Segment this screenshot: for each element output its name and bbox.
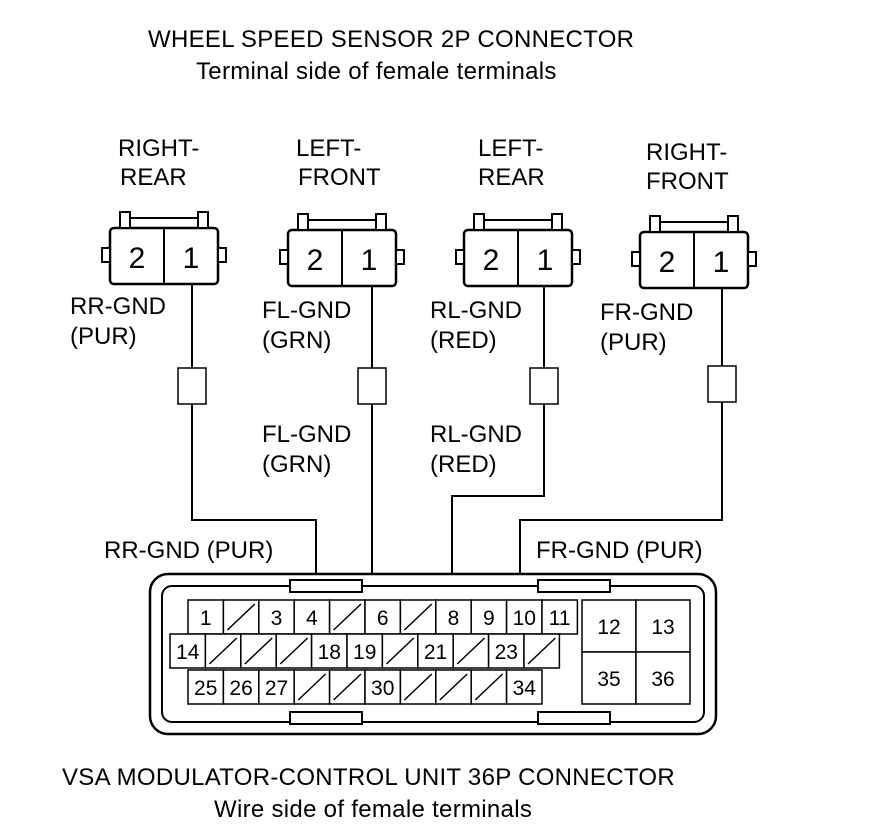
wire-fl-mid-label-1: FL-GND (262, 421, 352, 448)
empty-terminal (244, 637, 273, 665)
wire-fl-mid-label-2: (GRN) (262, 451, 332, 478)
empty-terminal (456, 637, 486, 665)
terminal-36: 36 (651, 668, 674, 691)
terminal-6: 6 (377, 607, 389, 630)
sensor-pin-2: 2 (659, 246, 676, 279)
terminal-13: 13 (651, 616, 674, 639)
wire-splice-fr (707, 365, 737, 403)
terminal-4: 4 (306, 607, 318, 630)
wire-rl (451, 286, 545, 598)
empty-terminal (333, 603, 362, 631)
sensor-pin-2: 2 (483, 244, 500, 277)
empty-terminal (403, 673, 433, 701)
terminal-12: 12 (597, 616, 620, 639)
wire-fl-label-1: FL-GND (262, 297, 352, 324)
terminal-30: 30 (371, 677, 394, 700)
sensor-pin-2: 2 (129, 242, 146, 275)
empty-terminal (279, 637, 309, 665)
wire-rr-connector-label: RR-GND (PUR) (104, 537, 274, 564)
wire-fl-label-2: (GRN) (262, 327, 332, 354)
wire-rr-label-1: RR-GND (70, 293, 166, 320)
terminal-34: 34 (513, 677, 537, 700)
wire-splice-rl (529, 367, 559, 405)
sensor-pin-2: 2 (307, 244, 324, 277)
empty-terminal (385, 637, 415, 665)
sensor-pin-1: 1 (713, 246, 730, 279)
terminal-14: 14 (176, 641, 200, 664)
empty-terminal (297, 673, 327, 701)
terminal-10: 10 (513, 607, 536, 630)
wire-fr (519, 288, 723, 598)
wire-splice-fl (357, 367, 387, 405)
wire-paths (177, 284, 737, 598)
terminal-27: 27 (265, 677, 288, 700)
empty-terminal (439, 673, 468, 701)
sensor-rr-name-1: RIGHT- (118, 135, 200, 162)
empty-terminal (527, 637, 556, 665)
wire-rl-label-2: (RED) (430, 327, 497, 354)
terminal-1: 1 (200, 607, 212, 630)
connector-36p-title: VSA MODULATOR-CONTROL UNIT 36P CONNECTOR (62, 764, 675, 791)
empty-terminal (474, 673, 504, 701)
terminal-26: 26 (229, 677, 252, 700)
page-title: WHEEL SPEED SENSOR 2P CONNECTOR (148, 26, 635, 53)
terminal-21: 21 (424, 641, 447, 664)
terminal-18: 18 (318, 641, 341, 664)
wire-fr-label-1: FR-GND (600, 299, 694, 326)
wire-rr (191, 284, 317, 598)
sensor-pin-1: 1 (361, 244, 378, 277)
wire-rl-mid-label-2: (RED) (430, 451, 497, 478)
empty-terminal (226, 603, 256, 631)
wire-rl-label-1: RL-GND (430, 297, 523, 324)
terminal-19: 19 (353, 641, 376, 664)
sensor-rr-name-2: REAR (120, 164, 187, 191)
wire-splice-rr (177, 367, 207, 405)
sensor-rl-name-1: LEFT- (478, 135, 544, 162)
sensor-pin-1: 1 (183, 242, 200, 275)
sensor-rl-name-2: REAR (478, 164, 545, 191)
wire-rl-mid-label-1: RL-GND (430, 421, 523, 448)
connector-36p-subtitle: Wire side of female terminals (214, 796, 533, 823)
terminal-8: 8 (448, 607, 460, 630)
wire-rr-label-2: (PUR) (70, 323, 137, 350)
empty-terminal (333, 673, 362, 701)
sensor-fr-name-1: RIGHT- (646, 139, 728, 166)
terminal-3: 3 (271, 607, 283, 630)
page-subtitle: Terminal side of female terminals (196, 58, 557, 85)
empty-terminal (208, 637, 238, 665)
terminal-9: 9 (483, 607, 495, 630)
wire-fr-connector-label: FR-GND (PUR) (536, 537, 703, 564)
terminal-35: 35 (597, 668, 620, 691)
empty-terminal (403, 603, 433, 631)
terminal-23: 23 (495, 641, 518, 664)
sensor-fl-name-2: FRONT (298, 164, 381, 191)
wire-fr-label-2: (PUR) (600, 329, 667, 356)
sensor-fr-name-2: FRONT (646, 168, 729, 195)
sensor-pin-1: 1 (537, 244, 554, 277)
terminal-25: 25 (194, 677, 217, 700)
terminal-11: 11 (549, 607, 571, 630)
sensor-fl-name-1: LEFT- (296, 135, 362, 162)
